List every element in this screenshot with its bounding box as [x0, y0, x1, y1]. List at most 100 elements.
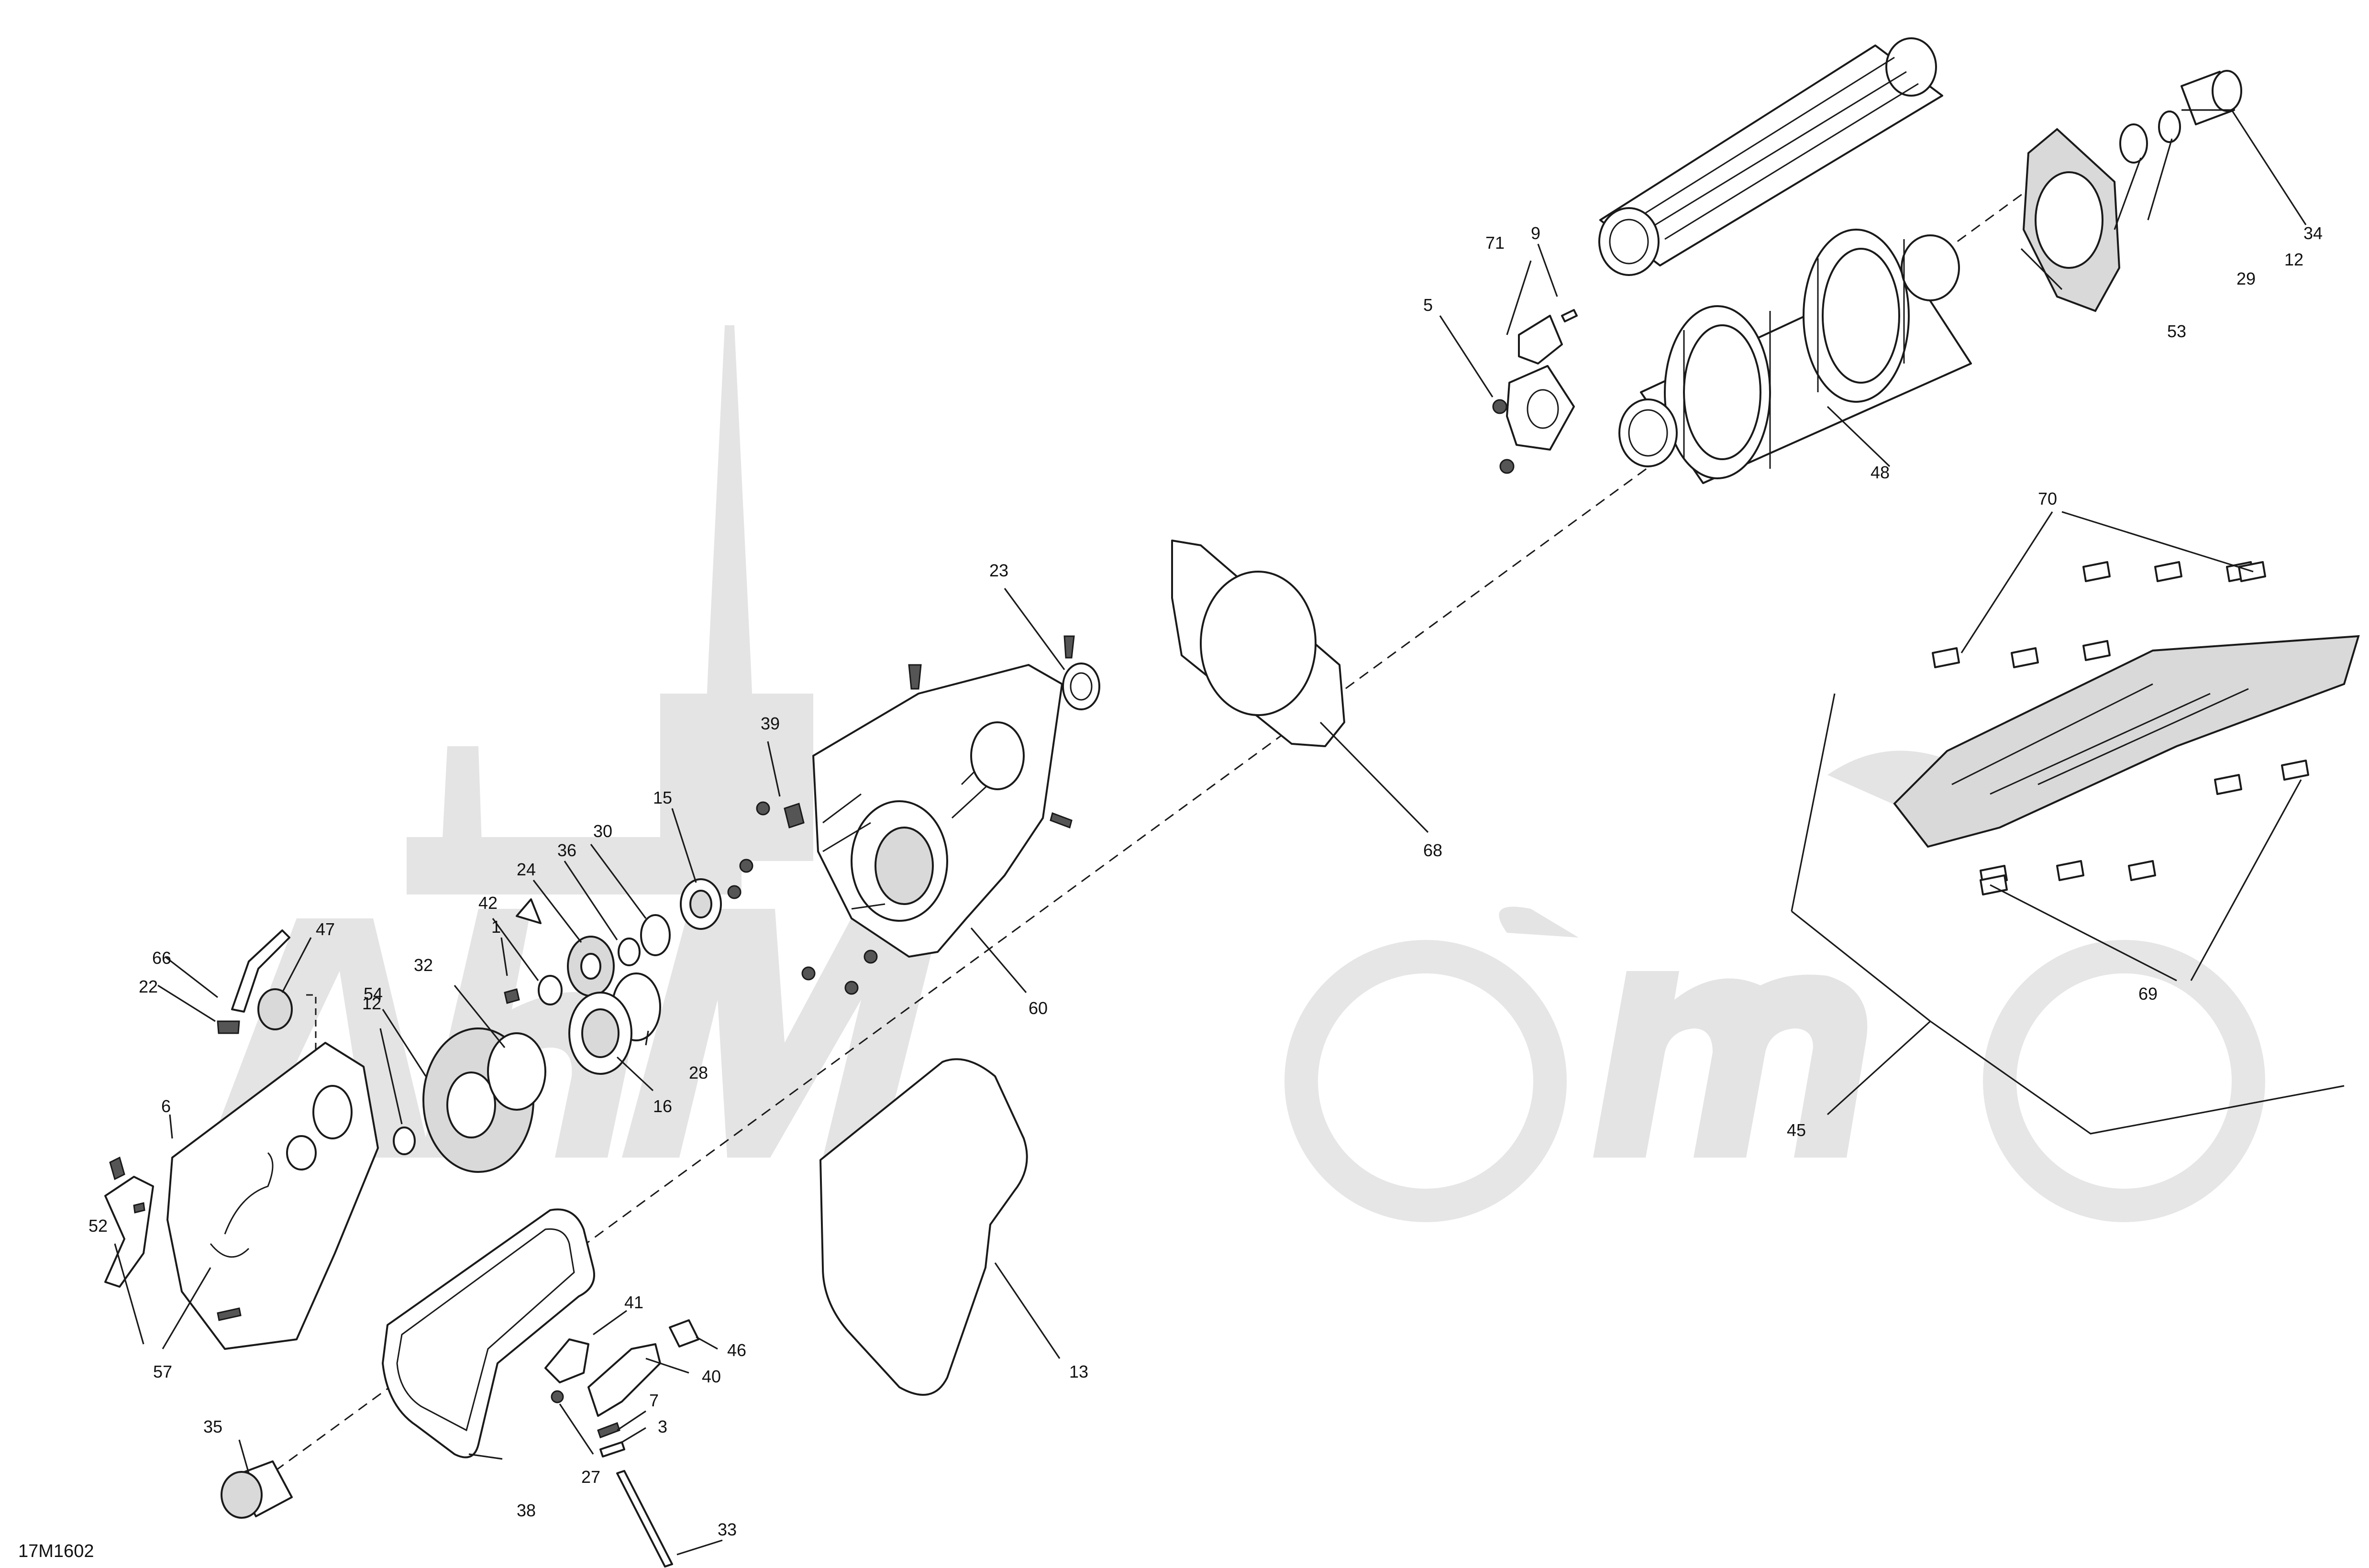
- callout-24: 24: [517, 860, 536, 879]
- bearing-housing-53: [2022, 128, 2121, 312]
- ring-32: [487, 1032, 546, 1111]
- callout-40: 40: [702, 1367, 721, 1386]
- o-ring-12-top: [2158, 110, 2181, 143]
- pin-9: [1561, 309, 1578, 322]
- spring-7: [597, 1422, 620, 1438]
- callout-68: 68: [1423, 840, 1442, 860]
- callout-29: 29: [2236, 269, 2256, 288]
- bushing-35: [221, 1460, 293, 1519]
- drive-shaft: [1598, 37, 1943, 276]
- clip-70-d: [1932, 647, 1960, 668]
- callout-42: 42: [478, 893, 498, 913]
- callout-22: 22: [139, 977, 158, 996]
- clip-69-b: [2056, 860, 2084, 881]
- callout-38: 38: [517, 1501, 536, 1520]
- callout-60: 60: [1029, 998, 1048, 1018]
- parts: [104, 37, 2360, 1568]
- callout-6: 6: [161, 1096, 171, 1116]
- callout-labels: 1 3 5 6 7 9 12 12 13 15 16 22 23 24 27 2…: [18, 223, 2323, 1561]
- tab-lock: [516, 898, 542, 924]
- callout-70-a: 70: [2038, 489, 2057, 508]
- tensioner-arm-41: [544, 1338, 589, 1383]
- callout-13: 13: [1069, 1362, 1088, 1381]
- clip-69-e: [2214, 774, 2242, 795]
- drive-chain-38: [382, 1208, 595, 1458]
- clip-70-a: [2082, 561, 2111, 582]
- callout-47: 47: [316, 919, 335, 939]
- bushing-34: [2181, 70, 2242, 125]
- track-cleat-assembly-45: [1893, 635, 2360, 848]
- clip-69-c: [2128, 860, 2156, 881]
- sensor-6: [109, 1156, 125, 1181]
- drive-sprocket-assembly: [1618, 229, 1972, 484]
- clip-69-f: [2281, 760, 2309, 781]
- washer-42: [538, 975, 563, 1005]
- bolt-chaincase-a: [908, 664, 922, 690]
- bearing-plate: [1506, 365, 1575, 451]
- callout-15: 15: [653, 788, 672, 807]
- ring-36: [618, 938, 641, 966]
- callout-16: 16: [653, 1096, 672, 1116]
- leader-lines: [114, 109, 2345, 1556]
- callout-36: 36: [557, 840, 576, 860]
- o-ring-13: [819, 1058, 1028, 1396]
- callout-7: 7: [649, 1391, 659, 1410]
- drawing-code: 17M1602: [18, 1541, 94, 1561]
- tube-66: [231, 929, 290, 1013]
- callout-54: 54: [364, 984, 383, 1004]
- bolt-chaincase-b: [1063, 635, 1075, 659]
- nut-f: [844, 981, 859, 995]
- circlip-30: [640, 914, 671, 956]
- callout-5: 5: [1423, 295, 1433, 315]
- nut-5-b: [1499, 459, 1515, 474]
- gasket-68: [1171, 540, 1345, 747]
- callout-9: 9: [1531, 223, 1540, 243]
- callout-30: 30: [593, 821, 612, 841]
- bearing-15: [680, 878, 722, 930]
- nut-d: [801, 966, 816, 981]
- callout-34: 34: [2303, 223, 2323, 243]
- callout-57: 57: [153, 1362, 172, 1381]
- clip-70-e: [2011, 647, 2039, 668]
- bearing-16: [568, 992, 632, 1075]
- callout-53: 53: [2167, 321, 2186, 341]
- sprocket-24: [567, 936, 615, 997]
- nut-a: [756, 801, 770, 816]
- callout-1: 1: [491, 917, 501, 937]
- bolt-cover-b: [133, 1202, 145, 1214]
- callout-39: 39: [761, 714, 780, 733]
- callout-41: 41: [624, 1292, 643, 1312]
- callout-66: 66: [152, 948, 171, 968]
- callout-45: 45: [1787, 1120, 1806, 1140]
- callout-33: 33: [718, 1520, 737, 1539]
- watermark-logo: [206, 325, 2265, 1222]
- callout-71: 71: [1485, 233, 1505, 253]
- clip-70-f: [2082, 640, 2111, 661]
- pin-3: [599, 1441, 625, 1458]
- callout-32: 32: [414, 955, 433, 975]
- chaincase-cover-57: [166, 1042, 379, 1350]
- callout-27: 27: [581, 1467, 600, 1487]
- rod-33: [616, 1470, 673, 1568]
- nut-c: [727, 885, 742, 899]
- callout-35: 35: [203, 1417, 222, 1436]
- plug-39: [784, 803, 805, 828]
- callout-23: 23: [989, 561, 1008, 580]
- bracket-52: [104, 1176, 154, 1288]
- circlip-29: [2119, 123, 2148, 164]
- callout-52: 52: [89, 1216, 108, 1236]
- nut-e: [863, 950, 878, 964]
- screw-22: [217, 1020, 240, 1034]
- o-ring-12-left: [393, 1126, 416, 1155]
- bolt-1: [504, 988, 520, 1004]
- washer-27: [551, 1390, 564, 1403]
- callout-12-left: 12: [362, 994, 381, 1013]
- callout-46: 46: [727, 1340, 746, 1360]
- bracket-71: [1518, 315, 1563, 364]
- plug-47: [257, 988, 293, 1030]
- callout-3: 3: [658, 1417, 667, 1436]
- clip-70-b: [2154, 561, 2182, 582]
- alignment-axis-cover: [306, 994, 317, 1129]
- nut-5-a: [1492, 399, 1507, 414]
